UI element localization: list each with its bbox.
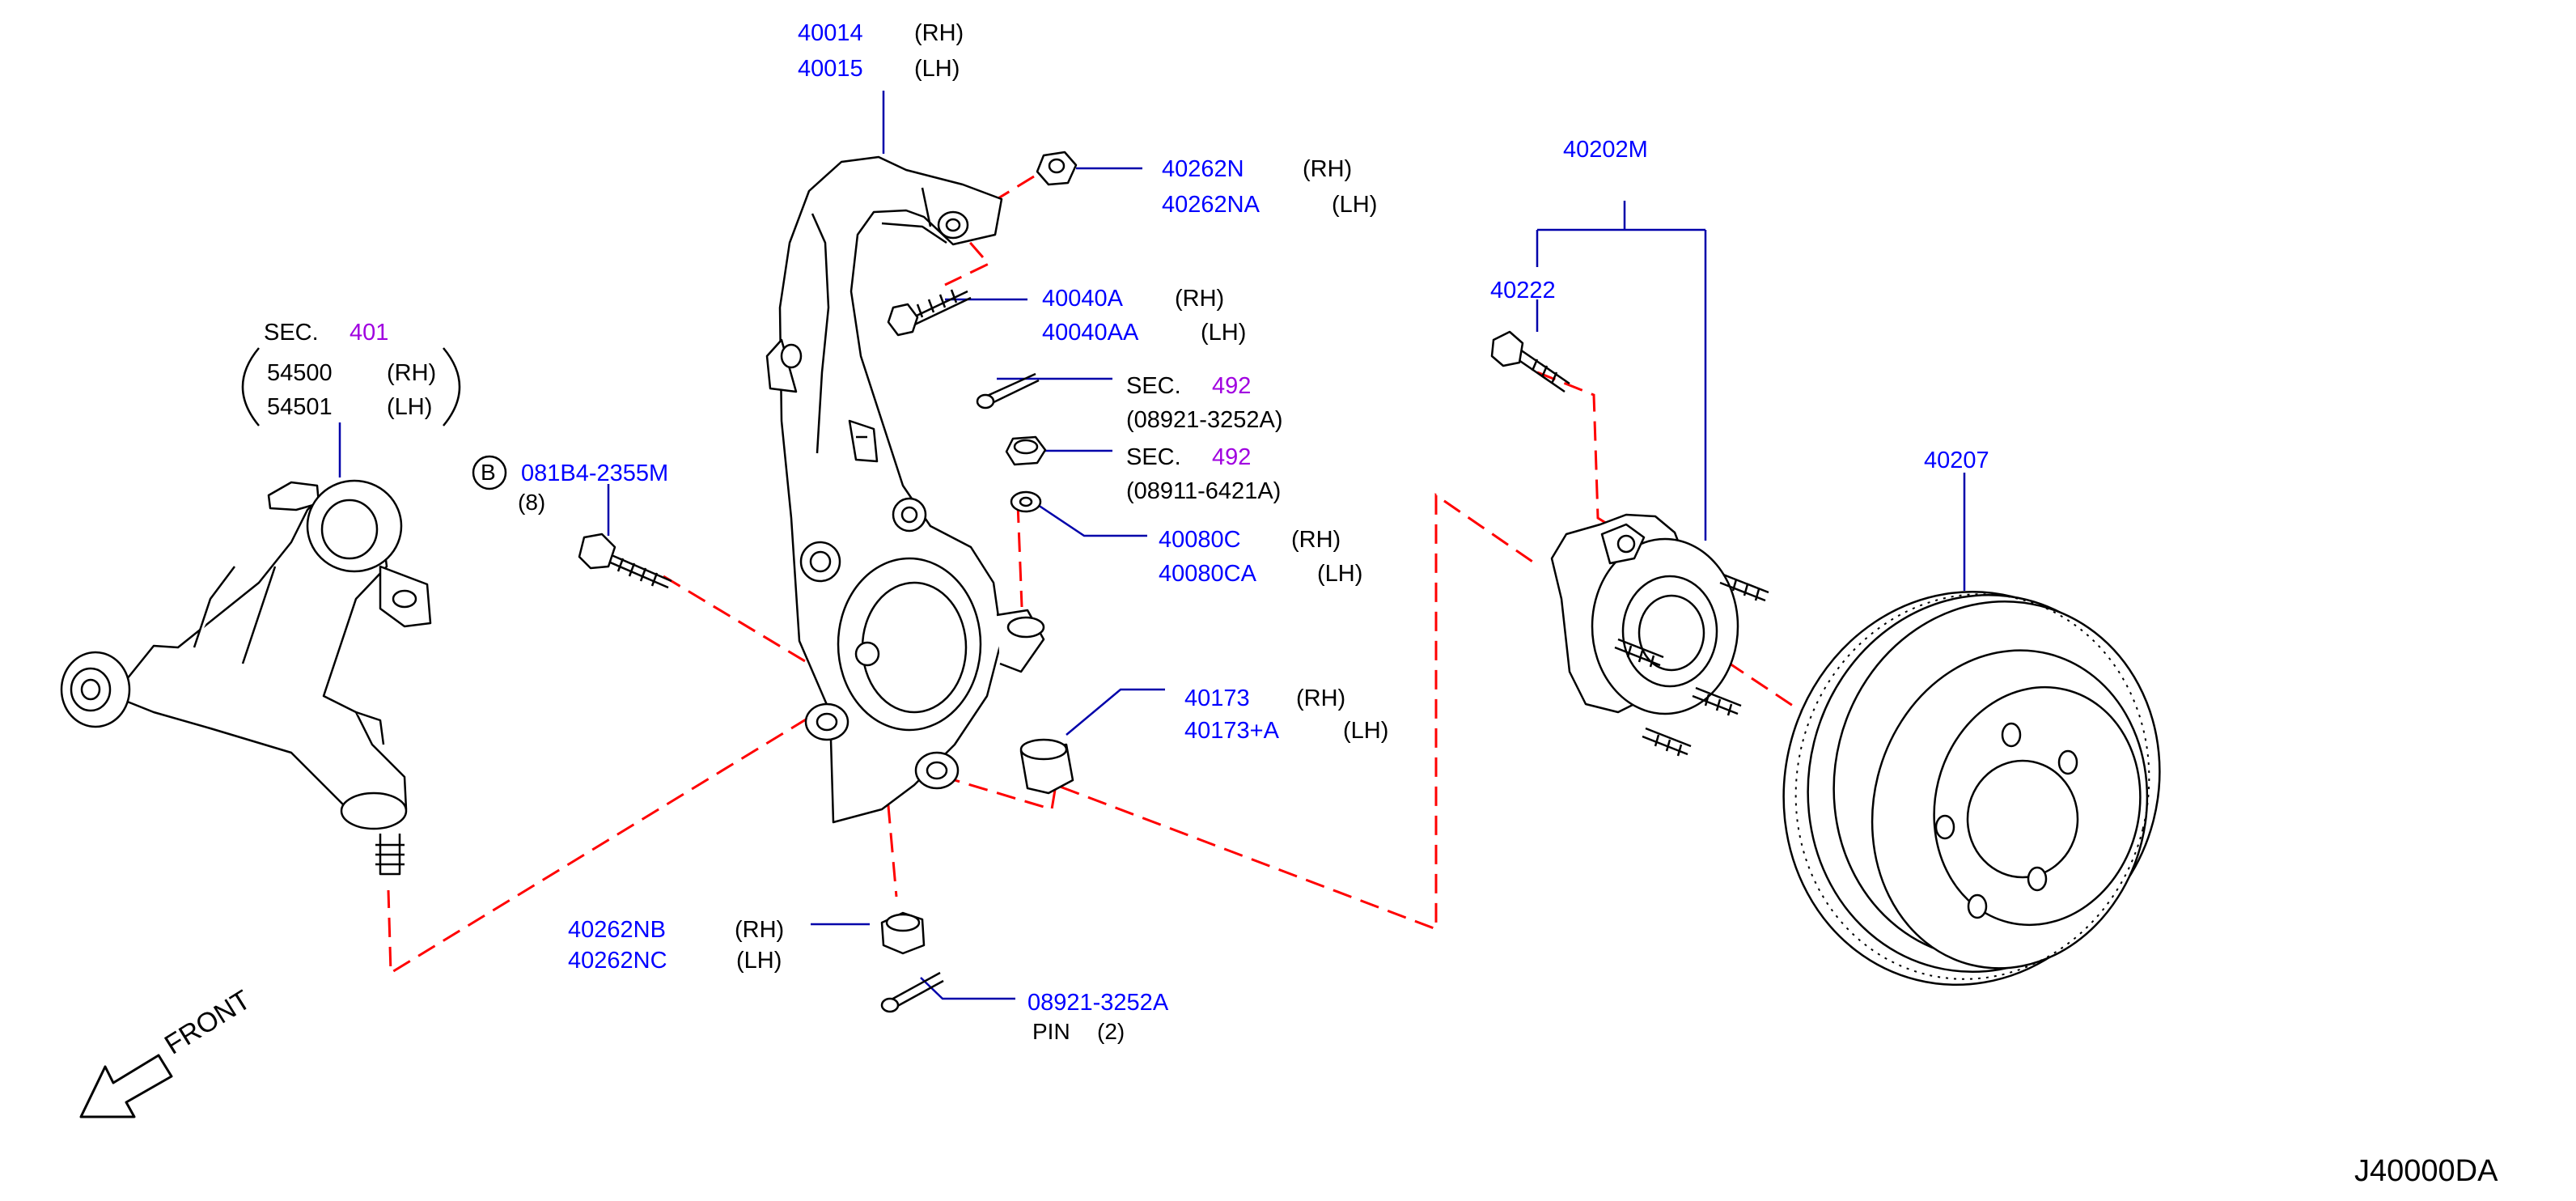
label-081B4-2355M[interactable]: 081B4-2355M (521, 460, 668, 487)
label-40014[interactable]: 40014 (RH) (798, 19, 964, 47)
label-40080C[interactable]: 40080C (RH) (1159, 526, 1341, 554)
label-40262NC[interactable]: 40262NC (LH) (568, 947, 782, 974)
sec401-brace (241, 347, 461, 427)
part-number-40262NC[interactable]: 40262NC (568, 948, 667, 974)
part-number-40222[interactable]: 40222 (1490, 278, 1556, 303)
label-54501[interactable]: 54501 (LH) (267, 393, 432, 421)
part-number-40262N[interactable]: 40262N (1162, 156, 1244, 182)
sec-prefix: SEC. (264, 320, 319, 346)
label-40015[interactable]: 40015 (LH) (798, 55, 960, 83)
label-sec492-pin[interactable]: SEC. 492 (1126, 372, 1251, 400)
part-number-40040A[interactable]: 40040A (1042, 286, 1123, 312)
side-40262NC: (LH) (736, 948, 782, 974)
side-40173A: (LH) (1343, 718, 1389, 744)
hub-bearing-illustration (1550, 513, 1769, 757)
pin-qty: (2) (1097, 1019, 1125, 1044)
side-40015: (LH) (914, 56, 960, 82)
side-54500: (RH) (387, 360, 437, 386)
label-40262NA[interactable]: 40262NA (LH) (1162, 191, 1377, 219)
pin-name-qty: PIN (2) (1032, 1018, 1125, 1046)
part-number-54500[interactable]: 54500 (267, 360, 333, 386)
label-40207[interactable]: 40207 (1924, 447, 1989, 474)
part-number-40173A[interactable]: 40173+A (1184, 718, 1279, 744)
label-40173[interactable]: 40173 (RH) (1184, 685, 1345, 712)
bolt-b-badge: B (481, 460, 496, 485)
side-40262NA: (LH) (1332, 192, 1378, 218)
side-40014: (RH) (914, 20, 964, 46)
label-54500[interactable]: 54500 (RH) (267, 359, 436, 387)
part-number-54501[interactable]: 54501 (267, 394, 333, 420)
pin-name: PIN (1032, 1019, 1070, 1044)
section-ref-492-nut[interactable]: 492 (1212, 444, 1252, 470)
sub-08911-6421A: (08911-6421A) (1126, 478, 1282, 504)
leader-lines (338, 91, 1966, 1000)
section-ref-401[interactable]: 401 (350, 320, 389, 346)
part-number-40262NB[interactable]: 40262NB (568, 917, 666, 943)
label-40202M[interactable]: 40202M (1563, 136, 1648, 163)
label-40262NB[interactable]: 40262NB (RH) (568, 916, 784, 944)
part-number-40015[interactable]: 40015 (798, 56, 863, 82)
steering-knuckle-illustration (765, 155, 1045, 824)
front-arrow-icon (79, 1054, 173, 1118)
side-40262N: (RH) (1303, 156, 1353, 182)
bolt-b-badge-circle (472, 455, 507, 490)
part-number-08921-3252A[interactable]: 08921-3252A (1027, 990, 1169, 1016)
side-40040A: (RH) (1175, 286, 1225, 312)
label-40173A[interactable]: 40173+A (LH) (1184, 717, 1388, 745)
sec-prefix: SEC. (1126, 373, 1181, 399)
part-number-40080C[interactable]: 40080C (1159, 527, 1241, 553)
part-number-081B4-2355M[interactable]: 081B4-2355M (521, 460, 669, 486)
part-number-40173[interactable]: 40173 (1184, 685, 1250, 711)
rotor-vent-slots (1794, 593, 2150, 980)
diagram-code: J40000DA (2354, 1154, 2498, 1188)
part-number-40014[interactable]: 40014 (798, 20, 863, 46)
side-40080CA: (LH) (1317, 561, 1363, 587)
side-40080C: (RH) (1291, 527, 1341, 553)
part-number-40262NA[interactable]: 40262NA (1162, 192, 1260, 218)
side-40040AA: (LH) (1201, 320, 1247, 346)
part-number-40040AA[interactable]: 40040AA (1042, 320, 1139, 346)
brake-rotor-illustration (1782, 590, 2161, 987)
label-40080CA[interactable]: 40080CA (LH) (1159, 560, 1362, 588)
lower-control-arm-illustration (60, 479, 432, 876)
part-number-40202M[interactable]: 40202M (1563, 137, 1648, 163)
label-08921-3252A[interactable]: 08921-3252A (1027, 989, 1168, 1016)
section-ref-492-pin[interactable]: 492 (1212, 373, 1252, 399)
side-40173: (RH) (1296, 685, 1346, 711)
sec-prefix: SEC. (1126, 444, 1181, 470)
side-40262NB: (RH) (735, 917, 785, 943)
bolt-qty: (8) (518, 490, 546, 515)
hardware-illustrations (578, 151, 1570, 1013)
part-number-40080CA[interactable]: 40080CA (1159, 561, 1256, 587)
part-number-40207[interactable]: 40207 (1924, 448, 1989, 473)
label-40262N[interactable]: 40262N (RH) (1162, 155, 1352, 183)
sub-08921-3252A: (08921-3252A) (1126, 407, 1283, 433)
label-40222[interactable]: 40222 (1490, 277, 1556, 304)
label-sec401[interactable]: SEC. 401 (264, 319, 388, 346)
side-54501: (LH) (387, 394, 433, 420)
label-sec492-nut[interactable]: SEC. 492 (1126, 443, 1251, 471)
label-40040AA[interactable]: 40040AA (LH) (1042, 319, 1246, 346)
label-40040A[interactable]: 40040A (RH) (1042, 285, 1224, 312)
